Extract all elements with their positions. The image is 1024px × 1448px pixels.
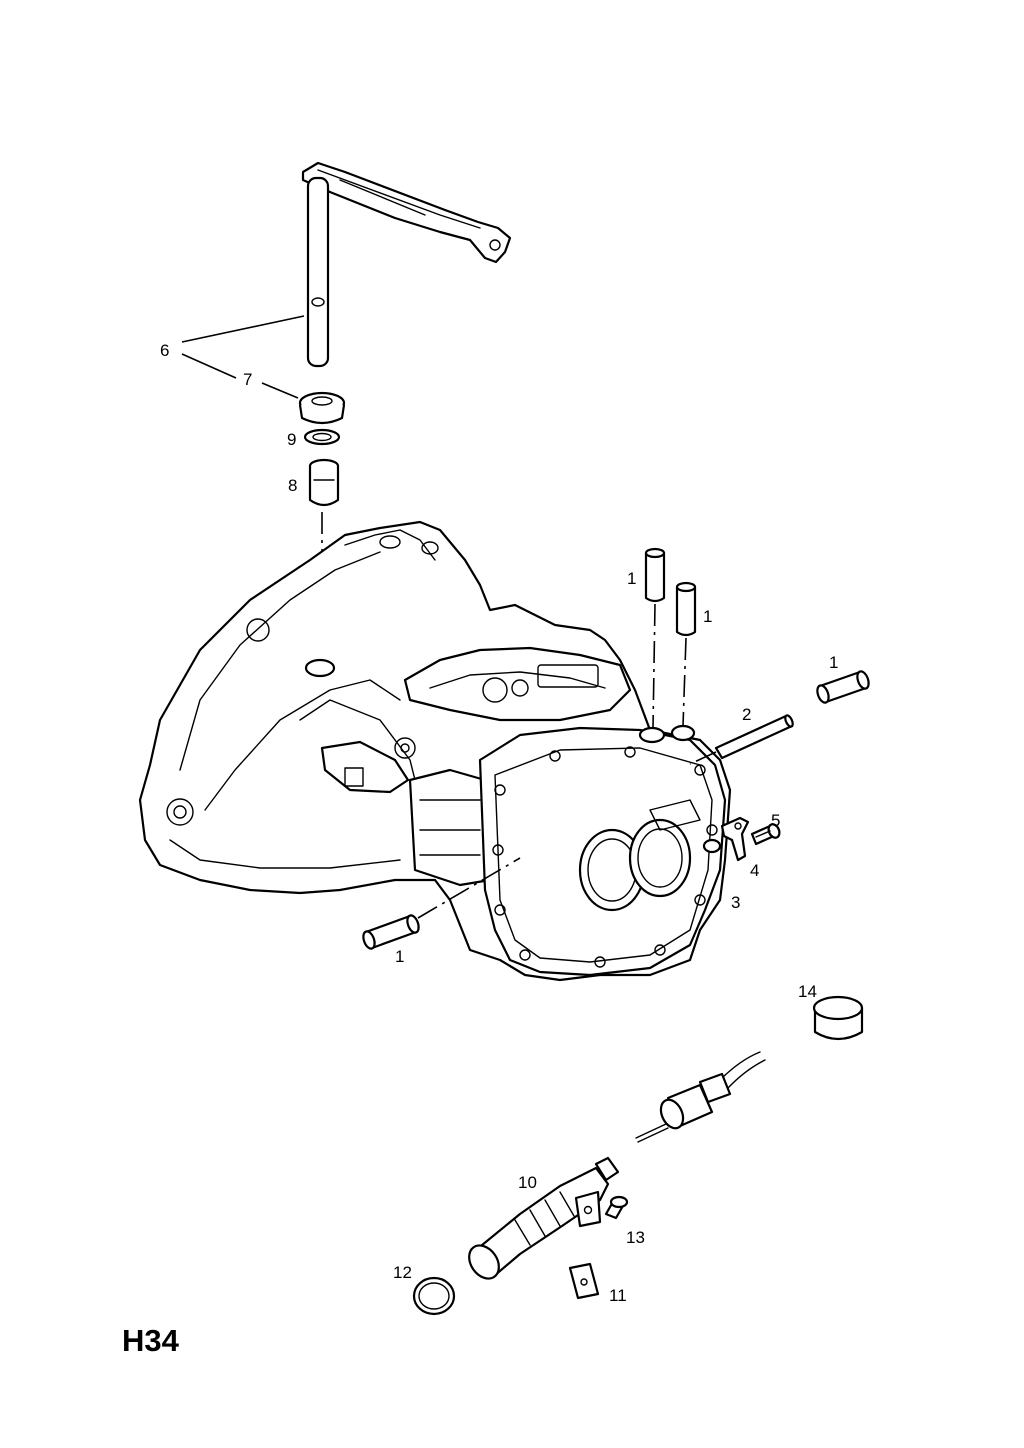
callout-5: 5 xyxy=(771,811,780,830)
screw-part-5 xyxy=(750,823,781,846)
dowel-sleeve-bottom-left xyxy=(362,914,420,950)
callout-1-dowel-d: 1 xyxy=(395,947,404,966)
callout-1-dowel-a: 1 xyxy=(627,569,636,588)
callout-1-dowel-c: 1 xyxy=(829,653,838,672)
speedometer-cable xyxy=(635,1051,766,1143)
dowel-sleeve-top-right xyxy=(675,581,697,637)
assembly-line-pin xyxy=(689,751,717,765)
callout-6: 6 xyxy=(160,341,169,360)
assembly-line-dowel-4 xyxy=(417,857,521,919)
speedometer-drive xyxy=(468,1156,620,1280)
rod-bush xyxy=(308,458,340,507)
plate-part-11 xyxy=(568,1262,600,1300)
callout-14: 14 xyxy=(798,982,817,1001)
ring-part-12 xyxy=(412,1276,456,1316)
shift-rod-lever xyxy=(301,161,512,368)
rod-seal xyxy=(298,391,346,425)
callout-11: 11 xyxy=(609,1286,627,1305)
callout-2: 2 xyxy=(742,705,751,724)
cap-part-14 xyxy=(812,995,864,1041)
leader-line-7 xyxy=(261,382,299,399)
callout-13: 13 xyxy=(626,1228,645,1247)
bolt-part-13 xyxy=(604,1195,629,1220)
rod-ring xyxy=(303,428,341,446)
leader-line-6-rod xyxy=(181,315,305,343)
plug-part-3 xyxy=(702,838,722,854)
callout-12: 12 xyxy=(393,1263,412,1282)
callout-10: 10 xyxy=(518,1173,537,1192)
assembly-line-dowel-1 xyxy=(652,603,656,729)
callout-3: 3 xyxy=(731,893,740,912)
clip-part-4 xyxy=(720,816,750,862)
leader-line-6-7 xyxy=(181,353,237,379)
pin xyxy=(714,714,794,760)
dowel-sleeve-top-left xyxy=(644,547,666,603)
dowel-sleeve-right xyxy=(816,670,870,704)
callout-7: 7 xyxy=(243,370,252,389)
gearbox-housing xyxy=(138,520,732,982)
callout-8: 8 xyxy=(288,476,297,495)
callout-9: 9 xyxy=(287,430,296,449)
callout-1-dowel-b: 1 xyxy=(703,607,712,626)
diagram-code: H34 xyxy=(122,1323,180,1358)
assembly-line-dowel-2 xyxy=(682,637,687,727)
callout-4: 4 xyxy=(750,861,759,880)
